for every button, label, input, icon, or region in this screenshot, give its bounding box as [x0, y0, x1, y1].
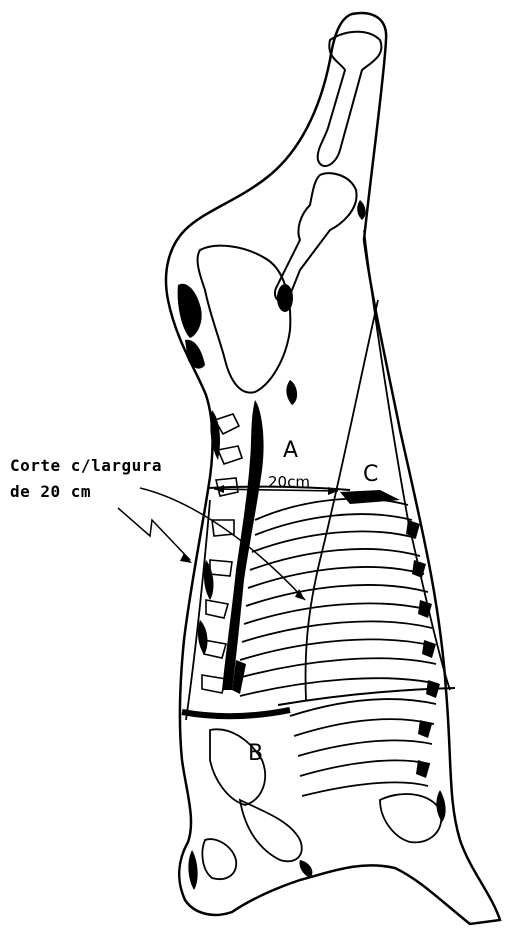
region-label-c: C [363, 462, 378, 487]
arrow-to-cut [140, 488, 305, 600]
cut-annotation: Corte c/largura de 20 cm [10, 453, 162, 505]
carcass-outline [166, 13, 500, 924]
ribs [238, 499, 438, 796]
scapula-bones [202, 729, 441, 879]
cut-annotation-line1: Corte c/largura [10, 453, 162, 479]
cut-lines [182, 230, 455, 720]
pelvis-shading [178, 200, 366, 405]
width-label: 20cm [268, 473, 310, 491]
region-label-a: A [283, 438, 298, 463]
spine [198, 400, 264, 690]
cut-line-b [182, 710, 290, 716]
cut-annotation-line2: de 20 cm [10, 479, 162, 505]
zigzag-arrow [118, 508, 190, 560]
femur-bone [198, 32, 382, 393]
region-label-b: B [248, 741, 263, 766]
